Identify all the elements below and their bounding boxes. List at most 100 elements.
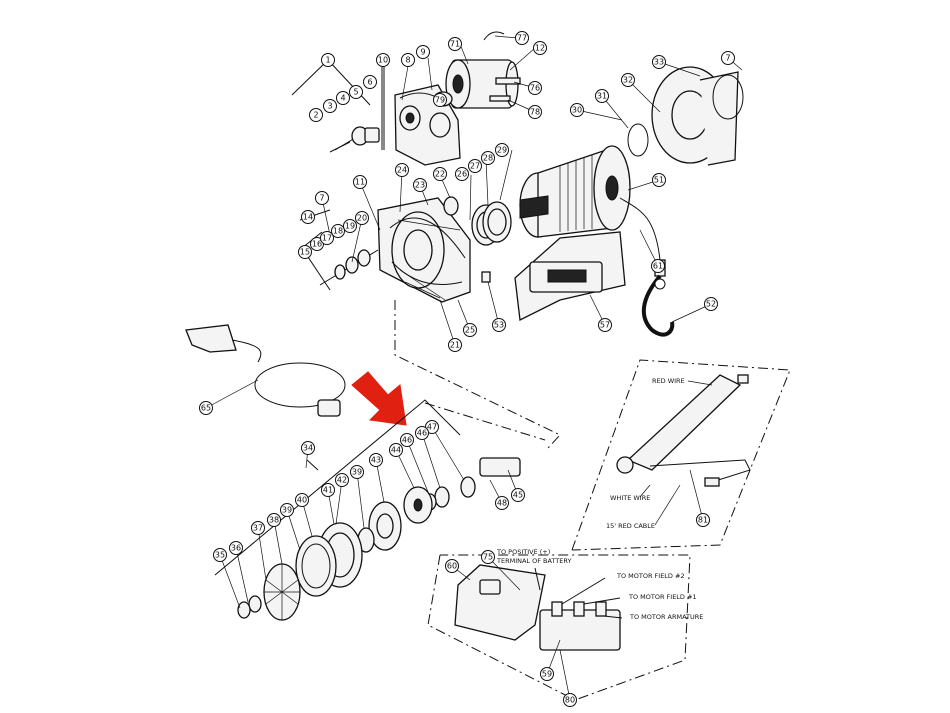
svg-text:8: 8 [405,56,410,65]
svg-text:60: 60 [447,562,457,571]
callout-2: 2 [309,108,323,122]
svg-text:59: 59 [542,670,552,679]
callout-bubbles: 1 2 3 4 5 6 7 7 8 9 10 11 12 14 15 16 17… [199,31,735,707]
svg-text:65: 65 [201,404,211,413]
callout-11: 11 [353,175,367,189]
svg-text:5: 5 [353,88,358,97]
callout-23: 23 [413,178,427,192]
callout-80: 80 [563,693,577,707]
solenoid-pack [454,564,623,651]
callout-21: 21 [448,338,462,352]
red-cable-detail [616,374,751,487]
svg-text:43: 43 [371,456,381,465]
note-white-wire: WHITE WIRE [610,494,650,502]
callout-38: 38 [267,513,281,527]
callout-48: 48 [495,496,509,510]
note-positive-line2: TERMINAL OF BATTERY [496,557,571,565]
svg-text:80: 80 [565,696,575,705]
svg-text:44: 44 [391,446,401,455]
callout-57: 57 [598,318,612,332]
svg-text:21: 21 [450,341,460,350]
callout-27: 27 [468,159,482,173]
callout-79: 79 [433,93,447,107]
callout-7b: 7 [721,51,735,65]
svg-text:22: 22 [435,170,445,179]
svg-text:6: 6 [367,78,372,87]
callout-28: 28 [481,151,495,165]
svg-text:9: 9 [420,48,425,57]
callout-4: 4 [336,91,350,105]
svg-text:77: 77 [517,34,527,43]
callout-17: 17 [320,231,334,245]
svg-text:17: 17 [322,234,332,243]
svg-text:2: 2 [313,111,318,120]
svg-text:29: 29 [497,146,507,155]
svg-text:28: 28 [483,154,493,163]
callout-29: 29 [495,143,509,157]
planetary-gear-stack [237,457,521,621]
svg-text:40: 40 [297,496,307,505]
drum-end-bearing [627,66,744,166]
callout-14: 14 [301,210,315,224]
callout-78: 78 [528,105,542,119]
callout-8: 8 [401,53,415,67]
svg-text:41: 41 [323,486,333,495]
svg-text:46: 46 [417,429,427,438]
svg-text:78: 78 [530,108,540,117]
callout-52: 52 [704,297,718,311]
callout-46b: 46 [415,426,429,440]
svg-text:37: 37 [253,524,263,533]
svg-text:61: 61 [653,262,663,271]
callout-71: 71 [448,37,462,51]
svg-text:23: 23 [415,181,425,190]
callout-25: 25 [463,323,477,337]
drum-assembly [519,145,631,238]
callout-77: 77 [515,31,529,45]
svg-text:46: 46 [402,436,412,445]
callout-45: 45 [511,488,525,502]
svg-text:7: 7 [725,54,730,63]
fairlead [514,231,626,321]
callout-41: 41 [321,483,335,497]
svg-text:79: 79 [435,96,445,105]
note-motor-field-1: TO MOTOR FIELD #1 [628,593,697,601]
svg-text:3: 3 [327,102,332,111]
callout-32: 32 [621,73,635,87]
callout-61: 61 [651,259,665,273]
svg-text:35: 35 [215,551,225,560]
callout-40: 40 [295,493,309,507]
callout-36: 36 [229,541,243,555]
svg-text:34: 34 [303,444,313,453]
callout-1: 1 [321,53,335,67]
callout-43: 43 [369,453,383,467]
callout-5: 5 [349,85,363,99]
callout-3: 3 [323,99,337,113]
svg-text:11: 11 [355,178,365,187]
callout-18: 18 [331,224,345,238]
svg-text:12: 12 [535,44,545,53]
svg-text:20: 20 [357,214,367,223]
callout-75: 75 [481,550,495,564]
svg-text:81: 81 [698,516,708,525]
svg-text:4: 4 [340,94,345,103]
svg-text:14: 14 [303,213,313,222]
callout-53: 53 [492,318,506,332]
callout-76: 76 [528,81,542,95]
svg-text:45: 45 [513,491,523,500]
svg-text:47: 47 [427,423,437,432]
callout-7: 7 [315,191,329,205]
svg-text:7: 7 [319,194,324,203]
svg-text:39: 39 [282,506,292,515]
svg-text:19: 19 [345,222,355,231]
callout-10: 10 [376,53,390,67]
callout-24: 24 [395,163,409,177]
note-red-wire: RED WIRE [652,377,685,385]
callout-6: 6 [363,75,377,89]
svg-text:53: 53 [494,321,504,330]
callout-37: 37 [251,521,265,535]
callout-39: 39 [280,503,294,517]
callout-46: 46 [400,433,414,447]
callout-39b: 39 [350,465,364,479]
svg-text:76: 76 [530,84,540,93]
